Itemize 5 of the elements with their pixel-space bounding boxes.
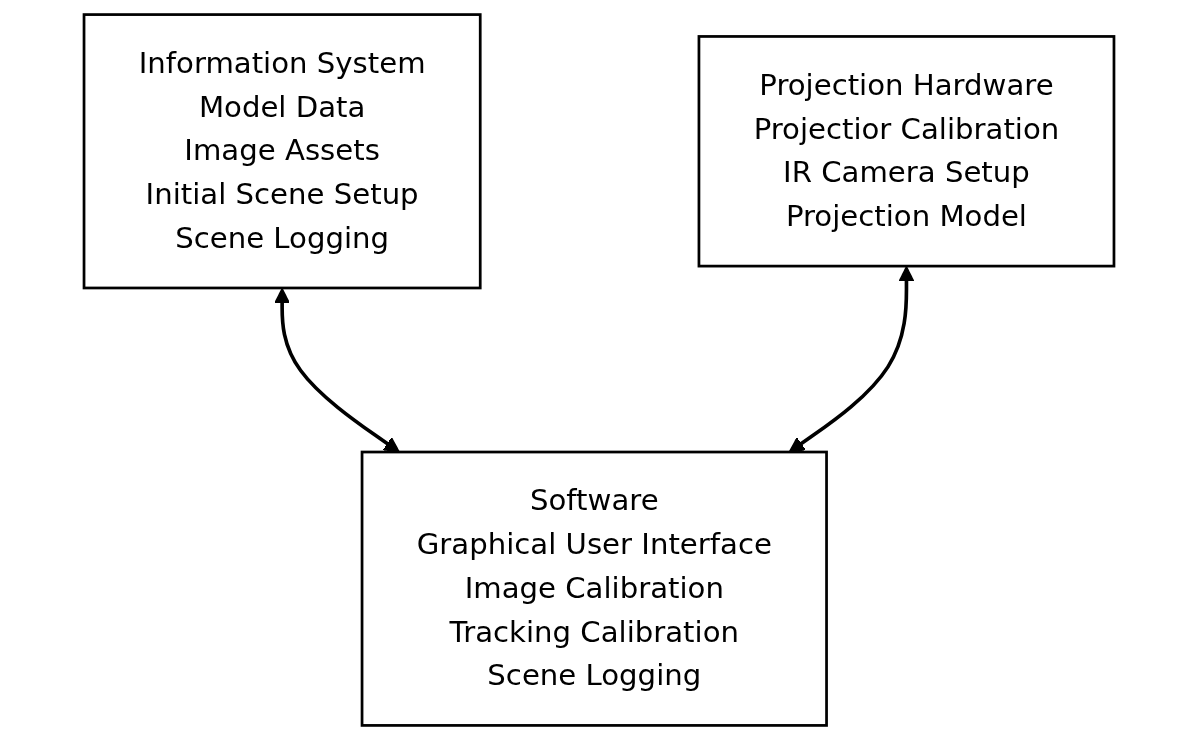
arrow [788, 266, 915, 453]
node-box: Information System Model Data Image Assets Initial Scene Setup Scene Logging [82, 13, 482, 290]
node-box: Projection Hardware Projectior Calibration IR Camera Setup Projection Model [697, 35, 1116, 268]
arrow [274, 288, 400, 453]
node-box: Software Graphical User Interface Image Calibration Tracking Calibration Scene Logging [360, 450, 828, 727]
